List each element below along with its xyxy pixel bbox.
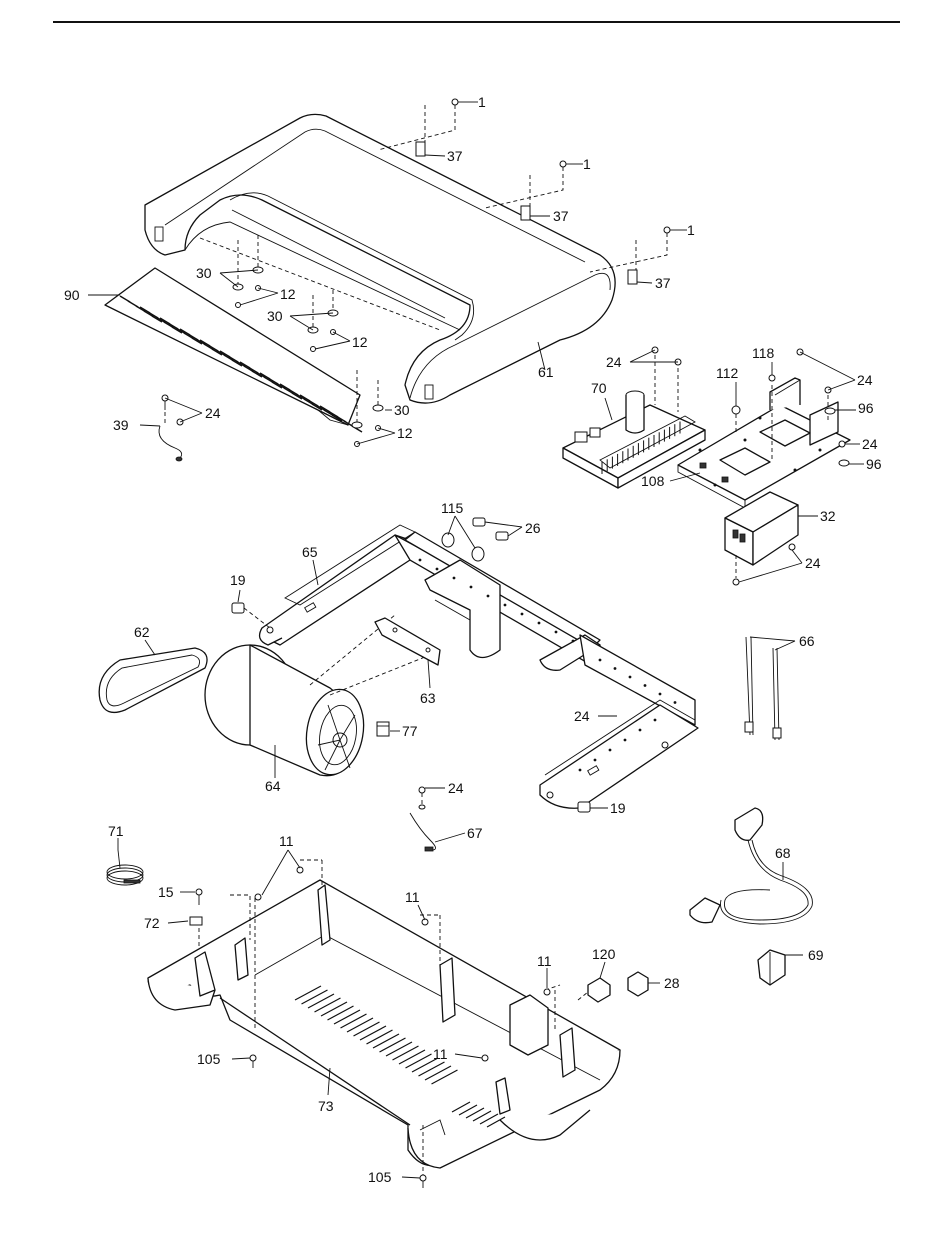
callout-62: 62 (134, 624, 150, 640)
callout-115: 115 (441, 500, 464, 516)
callout-32: 32 (820, 508, 836, 524)
callout-11-d: 11 (433, 1046, 448, 1062)
callout-63: 63 (420, 690, 436, 706)
callout-1-c: 1 (687, 222, 695, 238)
callout-12-c: 12 (397, 425, 413, 441)
callout-37-b: 37 (553, 208, 569, 224)
power-cord (690, 808, 812, 924)
reed-switch-wire (410, 787, 436, 851)
callout-96-b: 96 (866, 456, 882, 472)
callout-72: 72 (144, 915, 160, 931)
callout-39: 39 (113, 417, 129, 433)
callout-61: 61 (538, 364, 554, 380)
callout-71: 71 (108, 823, 124, 839)
drive-belt (99, 648, 207, 712)
callout-24-c: 24 (205, 405, 221, 421)
callout-24-g: 24 (448, 780, 464, 796)
mounting-bracket (678, 349, 850, 508)
cable-coil (107, 850, 143, 885)
callout-64: 64 (265, 778, 281, 794)
power-receptacle (758, 950, 785, 985)
hood-grille (105, 268, 362, 432)
callout-112: 112 (716, 365, 739, 381)
callout-120: 120 (592, 946, 616, 962)
callout-19-b: 19 (610, 800, 626, 816)
callout-73: 73 (318, 1098, 334, 1114)
callout-77: 77 (402, 723, 418, 739)
callout-37-a: 37 (447, 148, 463, 164)
callout-69: 69 (808, 947, 824, 963)
callout-26: 26 (525, 520, 541, 536)
callout-11-b: 11 (405, 889, 420, 905)
spacer-block (377, 722, 389, 736)
callout-11-a: 11 (279, 833, 294, 849)
callout-30-a: 30 (196, 265, 212, 281)
callout-30-b: 30 (267, 308, 283, 324)
capacitor (725, 492, 798, 585)
ground-wire (159, 395, 183, 461)
wire-ties (745, 637, 781, 740)
callout-67: 67 (467, 825, 483, 841)
callout-65: 65 (302, 544, 318, 560)
callout-30-c: 30 (394, 402, 410, 418)
callout-105-a: 105 (197, 1051, 221, 1067)
callout-19-a: 19 (230, 572, 246, 588)
callout-118: 118 (752, 345, 775, 361)
callout-90: 90 (64, 287, 80, 303)
callout-66: 66 (799, 633, 815, 649)
base (148, 860, 620, 1175)
callout-11-c: 11 (537, 953, 552, 969)
callout-24-f: 24 (574, 708, 590, 724)
callout-24-a: 24 (606, 354, 622, 370)
callout-108: 108 (641, 473, 665, 489)
callout-105-b: 105 (368, 1169, 392, 1185)
callout-12-a: 12 (280, 286, 296, 302)
callout-96-a: 96 (858, 400, 874, 416)
callout-24-b: 24 (857, 372, 873, 388)
callout-24-d: 24 (862, 436, 878, 452)
callout-37-c: 37 (655, 275, 671, 291)
motor-cover (375, 618, 440, 665)
callout-68: 68 (775, 845, 791, 861)
callout-24-e: 24 (805, 555, 821, 571)
callout-1-a: 1 (478, 94, 486, 110)
callout-15: 15 (158, 884, 174, 900)
callout-70: 70 (591, 380, 607, 396)
callout-1-b: 1 (583, 156, 591, 172)
callout-28: 28 (664, 975, 680, 991)
callout-12-b: 12 (352, 334, 368, 350)
